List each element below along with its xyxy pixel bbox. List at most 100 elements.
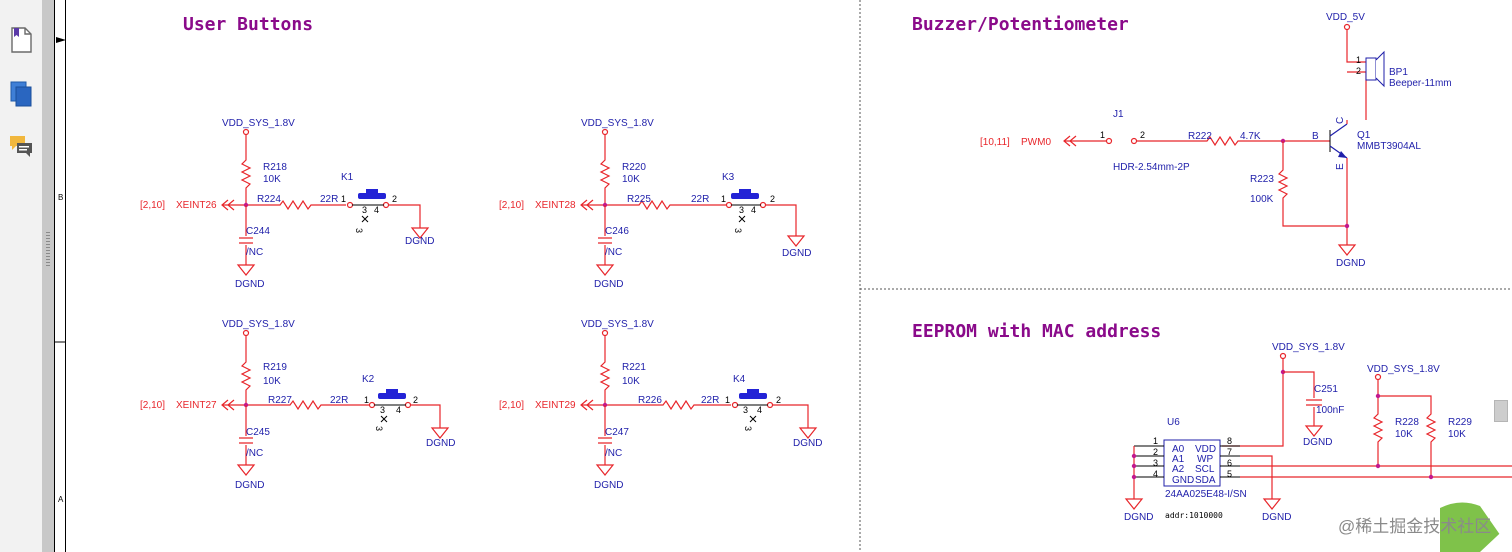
svg-text:A1: A1 bbox=[1172, 454, 1185, 465]
svg-text:[2,10]: [2,10] bbox=[140, 400, 165, 411]
header-value: HDR-2.54mm-2P bbox=[1113, 162, 1190, 173]
cap-ref: C244 bbox=[246, 226, 270, 237]
transistor-ref: Q1 bbox=[1357, 130, 1371, 141]
svg-text:SCL: SCL bbox=[1195, 464, 1215, 475]
svg-text:XEINT29: XEINT29 bbox=[535, 400, 576, 411]
buzzer-circuit: VDD_5V 1 2 BP1 Beeper-11mm [10,11] PWM0 … bbox=[980, 12, 1452, 269]
svg-text:22R: 22R bbox=[701, 395, 719, 406]
svg-text:DGND: DGND bbox=[1303, 437, 1332, 448]
buzzer-vdd: VDD_5V bbox=[1326, 12, 1365, 23]
svg-text:1: 1 bbox=[1356, 55, 1361, 65]
svg-text:2: 2 bbox=[413, 395, 418, 405]
button-circuit-k1: VDD_SYS_1.8V R218 10K [2,10] XEINT26 R22… bbox=[140, 118, 434, 290]
svg-text:R220: R220 bbox=[622, 162, 646, 173]
sda-pullup-ref: R228 bbox=[1395, 417, 1419, 428]
svg-text:10K: 10K bbox=[263, 376, 281, 387]
page-icon[interactable] bbox=[8, 26, 34, 54]
svg-text:/NC: /NC bbox=[246, 448, 263, 459]
svg-text:/NC: /NC bbox=[605, 247, 622, 258]
svg-text:2: 2 bbox=[1356, 66, 1361, 76]
pwm-net: PWM0 bbox=[1021, 137, 1051, 148]
svg-text:4: 4 bbox=[1153, 469, 1158, 479]
svg-text:DGND: DGND bbox=[426, 438, 455, 449]
button-circuit-k3: VDD_SYS_1.8V R220 10K [2,10] XEINT28 R22… bbox=[499, 118, 811, 290]
svg-text:VDD_SYS_1.8V: VDD_SYS_1.8V bbox=[581, 319, 654, 330]
svg-text:8: 8 bbox=[1227, 436, 1232, 446]
svg-text:XEINT28: XEINT28 bbox=[535, 200, 576, 211]
svg-text:3: 3 bbox=[743, 426, 753, 431]
zone-label-b: B bbox=[58, 193, 63, 202]
net-name: XEINT26 bbox=[176, 200, 217, 211]
net-ref: [2,10] bbox=[140, 200, 165, 211]
title-buzzer: Buzzer/Potentiometer bbox=[912, 14, 1129, 35]
bias-resistor-value: 100K bbox=[1250, 194, 1274, 205]
svg-text:2: 2 bbox=[1153, 447, 1158, 457]
vdd-label: VDD_SYS_1.8V bbox=[222, 118, 295, 129]
pullup-vdd: VDD_SYS_1.8V bbox=[1367, 364, 1440, 375]
panel-divider[interactable] bbox=[42, 0, 54, 552]
svg-text:DGND: DGND bbox=[1124, 512, 1153, 523]
svg-text:[2,10]: [2,10] bbox=[499, 200, 524, 211]
pages-icon[interactable] bbox=[8, 80, 34, 108]
title-user-buttons: User Buttons bbox=[183, 14, 313, 35]
button-circuit-k4: VDD_SYS_1.8V R221 10K [2,10] XEINT29 R22… bbox=[499, 319, 822, 491]
eeprom-ref: U6 bbox=[1167, 417, 1180, 428]
pullup-ref: R218 bbox=[263, 162, 287, 173]
gnd-label: DGND bbox=[405, 236, 434, 247]
svg-text:22R: 22R bbox=[691, 194, 709, 205]
svg-text:22R: 22R bbox=[330, 395, 348, 406]
vertical-scrollbar-thumb[interactable] bbox=[1494, 400, 1508, 422]
svg-text:1: 1 bbox=[341, 194, 346, 204]
title-eeprom: EEPROM with MAC address bbox=[912, 321, 1161, 342]
svg-text:1: 1 bbox=[721, 194, 726, 204]
base-resistor-ref: R222 bbox=[1188, 131, 1212, 142]
svg-text:1: 1 bbox=[1100, 130, 1105, 140]
svg-text:A2: A2 bbox=[1172, 464, 1185, 475]
svg-text:3: 3 bbox=[743, 405, 748, 415]
transistor-value: MMBT3904AL bbox=[1357, 141, 1421, 152]
cap-value: /NC bbox=[246, 247, 263, 258]
sda-pullup-value: 10K bbox=[1395, 429, 1413, 440]
svg-text:SDA: SDA bbox=[1195, 475, 1216, 486]
svg-text:GND: GND bbox=[1172, 475, 1194, 486]
series-value: 22R bbox=[320, 194, 338, 205]
svg-text:10K: 10K bbox=[622, 174, 640, 185]
svg-text:7: 7 bbox=[1227, 447, 1232, 457]
divider-grip[interactable] bbox=[46, 232, 50, 266]
scl-pullup-ref: R229 bbox=[1448, 417, 1472, 428]
buzzer-gnd: DGND bbox=[1336, 258, 1365, 269]
svg-text:K2: K2 bbox=[362, 374, 375, 385]
eeprom-circuit: VDD_SYS_1.8V C251 100nF DGND U6 A0 A1 A2… bbox=[1124, 342, 1512, 523]
svg-text:DGND: DGND bbox=[594, 480, 623, 491]
svg-text:1: 1 bbox=[364, 395, 369, 405]
svg-text:4: 4 bbox=[396, 405, 401, 415]
gnd-label: DGND bbox=[235, 279, 264, 290]
decoupling-cap-ref: C251 bbox=[1314, 384, 1338, 395]
svg-text:3: 3 bbox=[354, 228, 364, 233]
transistor-c: C bbox=[1335, 117, 1346, 124]
svg-text:/NC: /NC bbox=[605, 448, 622, 459]
eeprom-vdd: VDD_SYS_1.8V bbox=[1272, 342, 1345, 353]
left-toolbar bbox=[0, 0, 42, 552]
svg-text:3: 3 bbox=[380, 405, 385, 415]
pullup-value: 10K bbox=[263, 174, 281, 185]
eeprom-value: 24AA025E48-I/SN bbox=[1165, 489, 1247, 500]
switch-ref: K1 bbox=[341, 172, 354, 183]
svg-text:3: 3 bbox=[362, 205, 367, 215]
svg-text:VDD_SYS_1.8V: VDD_SYS_1.8V bbox=[581, 118, 654, 129]
svg-text:C247: C247 bbox=[605, 427, 629, 438]
decoupling-cap-value: 100nF bbox=[1316, 405, 1344, 416]
sheet-border bbox=[54, 0, 66, 552]
svg-text:1: 1 bbox=[1153, 436, 1158, 446]
series-ref: R224 bbox=[257, 194, 281, 205]
comments-icon[interactable] bbox=[8, 134, 34, 162]
svg-text:DGND: DGND bbox=[235, 480, 264, 491]
svg-text:4: 4 bbox=[751, 205, 756, 215]
svg-text:6: 6 bbox=[1227, 458, 1232, 468]
svg-text:A0: A0 bbox=[1172, 444, 1185, 455]
svg-text:DGND: DGND bbox=[594, 279, 623, 290]
svg-text:C245: C245 bbox=[246, 427, 270, 438]
svg-text:R227: R227 bbox=[268, 395, 292, 406]
header-ref: J1 bbox=[1113, 109, 1124, 120]
svg-text:5: 5 bbox=[1227, 469, 1232, 479]
